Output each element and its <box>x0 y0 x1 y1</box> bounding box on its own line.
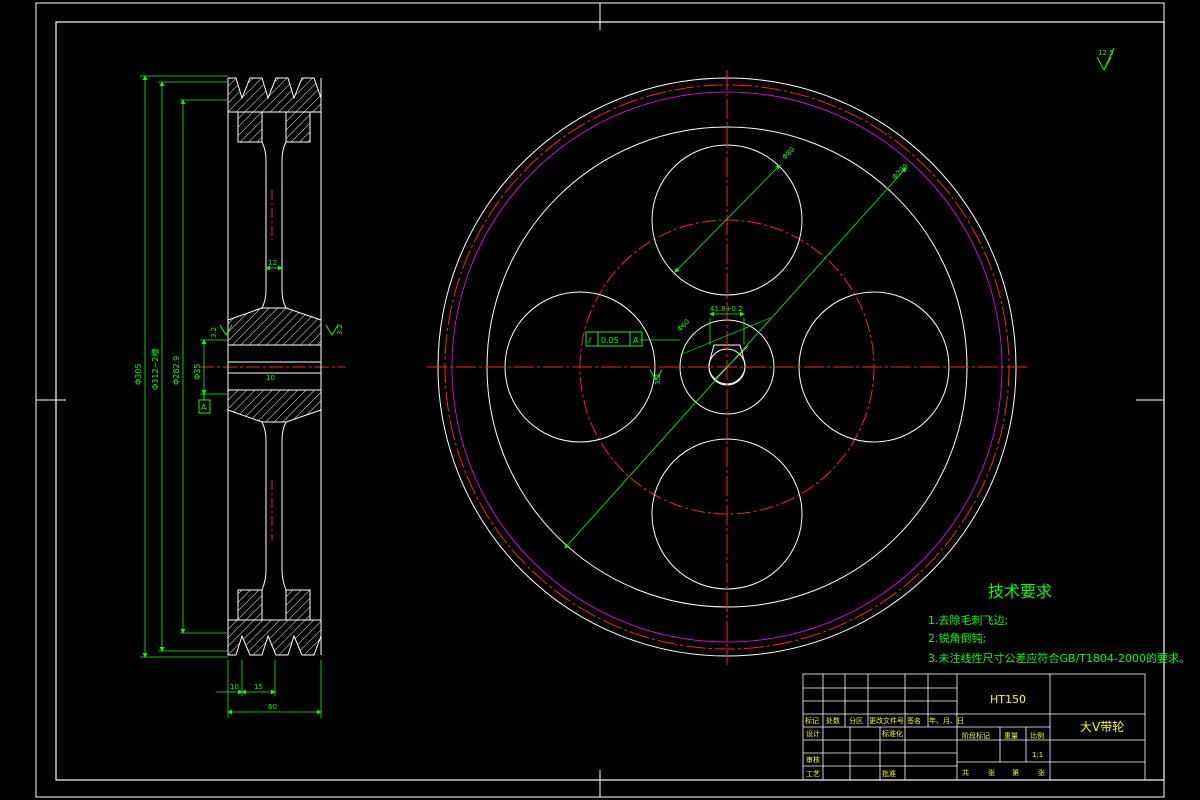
tech-requirement-3: 3.未注线性尺寸公差应符合GB/T1804-2000的要求。 <box>928 651 1190 665</box>
title-block-process-label: 工艺 <box>806 770 820 778</box>
roughness-corner-value: 12.5 <box>1098 49 1114 57</box>
bottom-rim-section <box>227 619 322 656</box>
dim-outer-diameter: Φ305 <box>134 363 143 385</box>
dim-datum-diameter: Φ312−2槽 <box>150 349 160 390</box>
tech-requirement-2: 2.锐角倒钝; <box>928 631 986 645</box>
title-block-stage-marks-label: 阶段标记 <box>962 731 990 740</box>
dim-keyway: 10 <box>266 374 275 382</box>
sheet-border <box>35 2 1165 798</box>
front-view: Φ80 Φ200 Φ60 41.8+0.2 3.2 ⫽ 0.05 A <box>427 70 1030 665</box>
tech-requirements: 技术要求 1.去除毛刺飞边; 2.锐角倒钝; 3.未注线性尺寸公差应符合GB/T… <box>928 582 1190 665</box>
tolerance-frame: ⫽ 0.05 A <box>585 331 643 347</box>
tech-requirements-title: 技术要求 <box>988 582 1052 601</box>
title-block-scale-label: 比例 <box>1030 731 1044 740</box>
roughness-hub-right: 3.2 <box>336 324 344 335</box>
title-block-sheet-3: 张 <box>1038 768 1045 777</box>
title-block-header-4: 签名 <box>907 716 921 725</box>
title-block-header-2: 分区 <box>849 716 863 725</box>
title-block <box>802 673 1146 781</box>
roughness-keyway: 3.2 <box>654 374 662 385</box>
title-block-sheet-0: 共 <box>962 768 969 777</box>
title-block-review-label: 审核 <box>806 755 820 764</box>
title-block-sheet-2: 第 <box>1012 768 1019 777</box>
roughness-hub-left: 3.2 <box>210 327 218 338</box>
dim-total-width: 60 <box>268 703 277 711</box>
title-block-part-name: 大V带轮 <box>1080 720 1124 734</box>
hub-section-bottom <box>227 389 322 423</box>
dim-rim-inner-diameter: Φ282.9 <box>172 356 181 385</box>
dim-hub-offset: 10 <box>230 683 239 691</box>
title-block-sheet-1: 张 <box>988 768 995 777</box>
title-block-material: HT150 <box>990 693 1026 706</box>
dim-keyway-depth: 41.8+0.2 <box>710 305 743 313</box>
dim-hole-circle-diameter: Φ200 <box>891 162 910 181</box>
title-block-approve-label: 批准 <box>882 769 896 778</box>
title-block-header-1: 处数 <box>826 716 840 725</box>
title-block-design-label: 设计 <box>806 729 820 738</box>
tech-requirement-1: 1.去除毛刺飞边; <box>928 613 1008 627</box>
title-block-header-5: 年、月、日 <box>929 716 964 725</box>
hub-section-top <box>227 307 322 346</box>
tolerance-symbol: ⫽ <box>587 336 592 345</box>
dim-hole-diameter: Φ80 <box>781 146 797 162</box>
dim-web-thickness: 12 <box>268 259 277 267</box>
tolerance-datum: A <box>633 336 639 345</box>
tolerance-value: 0.05 <box>601 336 619 345</box>
side-view: Φ305 Φ312−2槽 Φ282.9 Φ35 12 10 10 15 60 3… <box>134 75 345 718</box>
title-block-header-3: 更改文件号 <box>869 716 904 725</box>
dim-hub-diameter: Φ60 <box>676 318 692 334</box>
dim-bore-diameter: Φ35 <box>193 364 202 380</box>
roughness-corner-symbol: 12.5 <box>1096 47 1115 72</box>
title-block-header-0: 标记 <box>805 716 819 725</box>
top-rim-section <box>227 77 322 113</box>
title-block-standardization-label: 标准化 <box>882 729 903 738</box>
title-block-text: HT150 大V带轮 标记 处数 分区 更改文件号 签名 年、月、日 设计 标准… <box>805 693 1124 778</box>
title-block-weight-label: 重量 <box>1004 732 1018 740</box>
title-block-scale-value: 1:1 <box>1032 751 1043 759</box>
dim-groove-pitch: 15 <box>254 683 263 691</box>
datum-label: A <box>201 403 207 412</box>
